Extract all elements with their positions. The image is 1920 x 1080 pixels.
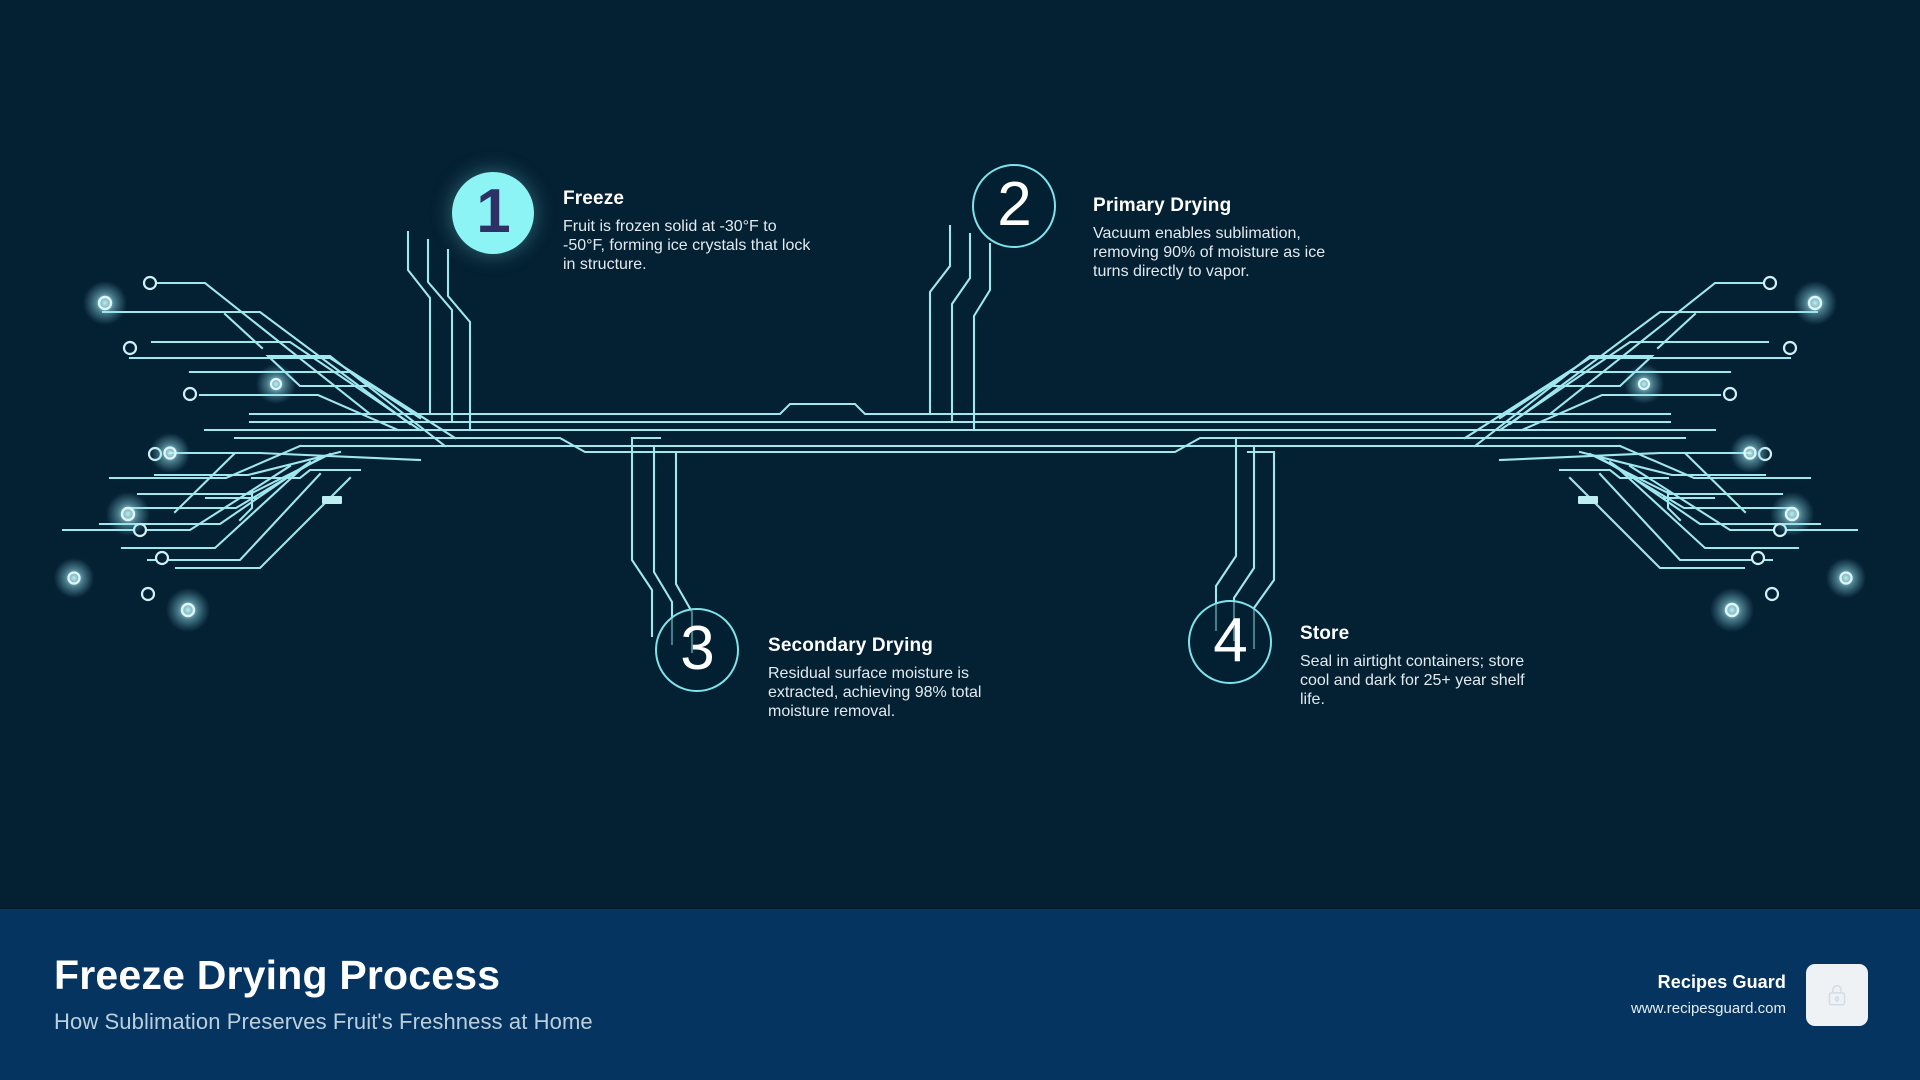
step-4-text: Store Seal in airtight containers; store…: [1300, 623, 1550, 710]
footer-bar: Freeze Drying Process How Sublimation Pr…: [0, 908, 1920, 1080]
step-2-number-badge: 2: [972, 164, 1056, 248]
circuit-nodes: [54, 281, 1866, 632]
step-3-number: 3: [680, 614, 714, 683]
step-3-description: Residual surface moisture is extracted, …: [768, 665, 982, 720]
step-3-text: Secondary Drying Residual surface moistu…: [768, 635, 1013, 722]
circuit-pads: [322, 496, 1598, 504]
lock-icon: [1828, 984, 1846, 1006]
step-2-description: Vacuum enables sublimation, removing 90%…: [1093, 225, 1326, 280]
step-4-title: Store: [1300, 623, 1350, 644]
step-3-title: Secondary Drying: [768, 635, 934, 656]
step-1-text: Freeze Fruit is frozen solid at -30°F to…: [563, 188, 813, 275]
brand-url[interactable]: www.recipesguard.com: [1630, 1000, 1786, 1017]
step-3-number-badge: 3: [655, 608, 739, 692]
brand-name: Recipes Guard: [1657, 972, 1786, 992]
step-2-number: 2: [997, 170, 1031, 239]
step-4-number-badge: 4: [1188, 600, 1272, 684]
step-1-description: Fruit is frozen solid at -30°F to -50°F,…: [563, 218, 811, 273]
page-title: Freeze Drying Process: [54, 951, 501, 998]
page-subtitle: How Sublimation Preserves Fruit's Freshn…: [54, 1009, 593, 1035]
step-2-text: Primary Drying Vacuum enables sublimatio…: [1093, 195, 1333, 282]
footer-title-group: Freeze Drying Process How Sublimation Pr…: [54, 951, 593, 1035]
step-1-number: 1: [476, 177, 510, 246]
step-1-number-badge: 1: [452, 172, 534, 254]
brand-logo: [1806, 963, 1868, 1026]
step-4-description: Seal in airtight containers; store cool …: [1300, 653, 1525, 708]
branding: Recipes Guard www.recipesguard.com: [1631, 963, 1868, 1026]
circuit-board-graphic: [54, 224, 1866, 654]
brand-text-group: Recipes Guard www.recipesguard.com: [1631, 972, 1786, 1017]
step-2-title: Primary Drying: [1093, 195, 1232, 216]
step-1-title: Freeze: [563, 188, 625, 209]
step-4-number: 4: [1213, 606, 1247, 675]
